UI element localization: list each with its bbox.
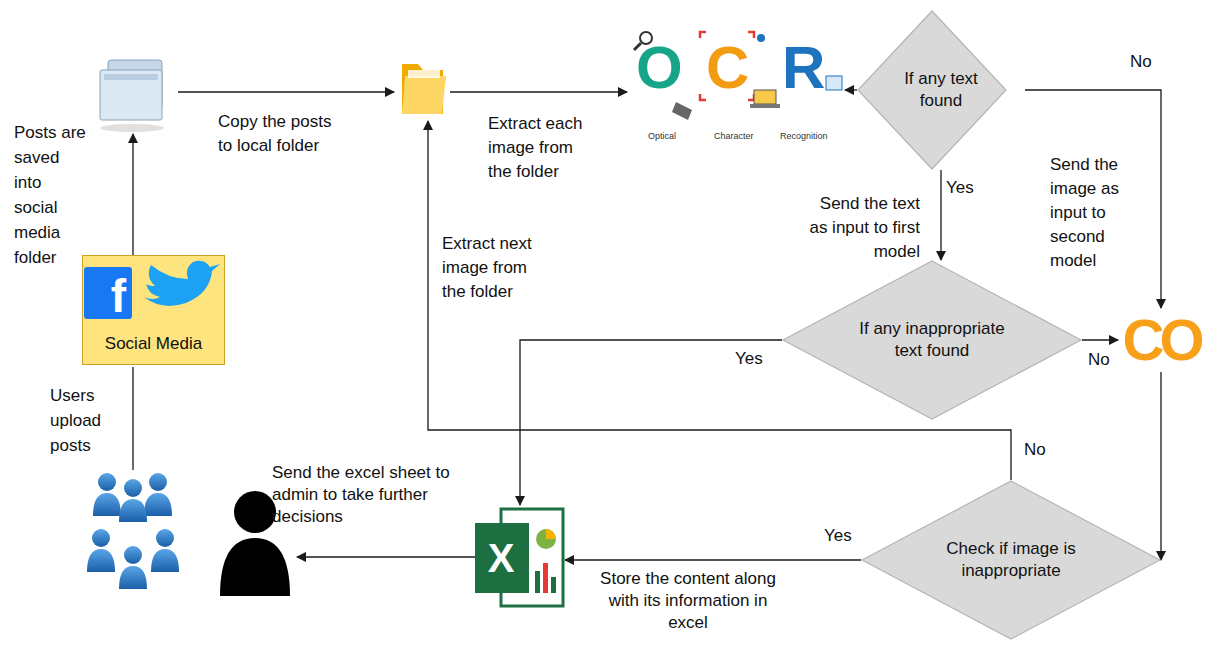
decision-diamond: Check if image is inappropriate bbox=[861, 480, 1161, 640]
diamond-shape bbox=[782, 260, 1082, 420]
branch-label: Yes bbox=[944, 176, 976, 200]
colab-logo: CO bbox=[1118, 308, 1204, 372]
branch-label: No bbox=[1086, 348, 1112, 372]
box-label: Social Media bbox=[82, 333, 225, 354]
flow-arrow bbox=[565, 559, 861, 560]
facebook-logo: f bbox=[84, 267, 132, 319]
diamond-label: If any inappropriate text found bbox=[857, 318, 1007, 362]
users-icon bbox=[87, 473, 179, 589]
diamond-outline bbox=[783, 261, 1081, 419]
flow-arrow bbox=[520, 340, 782, 505]
logo-letter: R bbox=[782, 38, 825, 98]
flow-arrow bbox=[1160, 372, 1161, 560]
send-admin-arrow bbox=[297, 556, 475, 557]
excel-icon: X bbox=[475, 505, 565, 610]
branch-label: No bbox=[1128, 50, 1154, 74]
diamond-label: If any text found bbox=[895, 68, 987, 112]
diamond-shape bbox=[861, 480, 1161, 640]
twitter-bird bbox=[144, 261, 220, 306]
flow-lines bbox=[133, 92, 1011, 557]
decision-diamond: If any inappropriate text found bbox=[782, 260, 1082, 420]
flow-arrow bbox=[845, 89, 857, 90]
logo-caption: Character bbox=[714, 130, 754, 142]
logo-letter: X bbox=[475, 536, 527, 580]
flow-arrow bbox=[1082, 339, 1118, 340]
ocr-decoration bbox=[634, 32, 842, 120]
annotation: Posts are saved into social media folder bbox=[14, 120, 86, 270]
logo-caption: Optical bbox=[648, 130, 676, 142]
diamond-shape bbox=[857, 10, 1007, 170]
branch-label: No bbox=[1024, 438, 1046, 462]
annotation: Send the excel sheet to admin to take fu… bbox=[272, 462, 468, 528]
decision-diamond: If any text found bbox=[857, 10, 1025, 170]
social-media-box: fSocial Media bbox=[82, 255, 225, 365]
branch-label: Yes bbox=[733, 347, 765, 371]
excel-decoration bbox=[475, 509, 563, 606]
admin-icon bbox=[220, 491, 290, 596]
diamond-outline bbox=[858, 11, 1006, 169]
local-folder-icon bbox=[402, 64, 446, 114]
logo-letter: C bbox=[706, 38, 749, 98]
diamond-label: Check if image is inappropriate bbox=[946, 538, 1076, 582]
ocr-logo: OCR Optical Character Recognition bbox=[630, 30, 845, 148]
save-arrow bbox=[132, 134, 133, 255]
branch-label: Yes bbox=[822, 524, 854, 548]
annotation: Store the content along with its informa… bbox=[590, 568, 786, 634]
logo-caption: Recognition bbox=[780, 130, 828, 142]
annotation: Extract each image from the folder bbox=[488, 112, 596, 184]
flow-arrow bbox=[940, 170, 941, 260]
flow-arrow bbox=[1025, 90, 1161, 308]
logo-text: CO bbox=[1118, 308, 1204, 372]
box-outline bbox=[83, 256, 225, 365]
folder-icon bbox=[100, 60, 164, 132]
extract-arrow bbox=[450, 91, 627, 92]
annotation: Copy the posts to local folder bbox=[218, 110, 346, 158]
diamond-outline bbox=[862, 481, 1160, 639]
annotation: Send the text as input to first model bbox=[808, 192, 920, 264]
annotation: Extract next image from the folder bbox=[442, 232, 550, 304]
annotation: Users upload posts bbox=[50, 383, 114, 458]
annotation: Send the image as input to second model bbox=[1050, 153, 1142, 273]
copy-arrow bbox=[178, 91, 394, 92]
upload-line bbox=[132, 367, 133, 470]
logo-letter: O bbox=[636, 38, 683, 98]
